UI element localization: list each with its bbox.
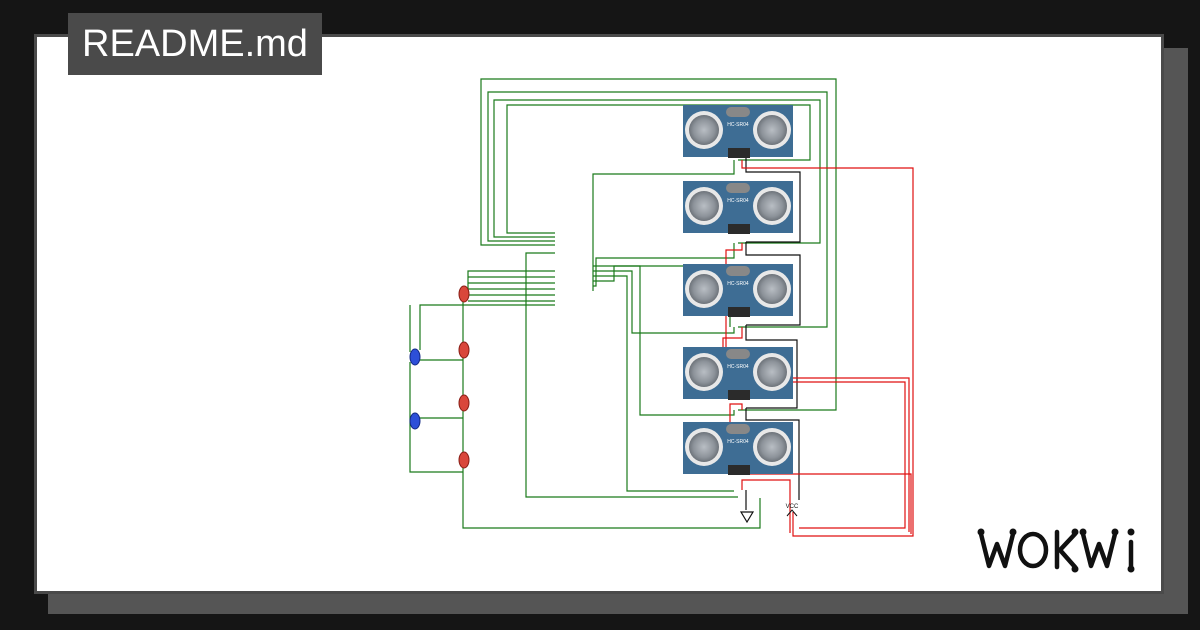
ground-icon (739, 511, 755, 524)
ultrasonic-sensor: HC-SR04 (683, 347, 793, 400)
vcc-symbol: VCC (786, 504, 799, 517)
led-red (458, 285, 470, 469)
sensor-label: HC-SR04 (727, 439, 749, 445)
led-blue (409, 348, 421, 430)
wokwi-logo (977, 528, 1135, 573)
ultrasonic-sensor: HC-SR04 (683, 422, 793, 475)
sensor-label: HC-SR04 (727, 364, 749, 370)
readme-card (34, 34, 1164, 594)
ground-wires (745, 158, 801, 510)
vcc-label: VCC (786, 504, 799, 510)
page-title: README.md (68, 13, 322, 75)
ultrasonic-sensor: HC-SR04 (683, 181, 793, 234)
signal-wires (409, 78, 837, 529)
sensor-label: HC-SR04 (727, 198, 749, 204)
ultrasonic-sensor: HC-SR04 (683, 264, 793, 317)
sensor-label: HC-SR04 (727, 281, 749, 287)
ultrasonic-sensor: HC-SR04 (683, 105, 793, 158)
sensor-label: HC-SR04 (727, 122, 749, 128)
